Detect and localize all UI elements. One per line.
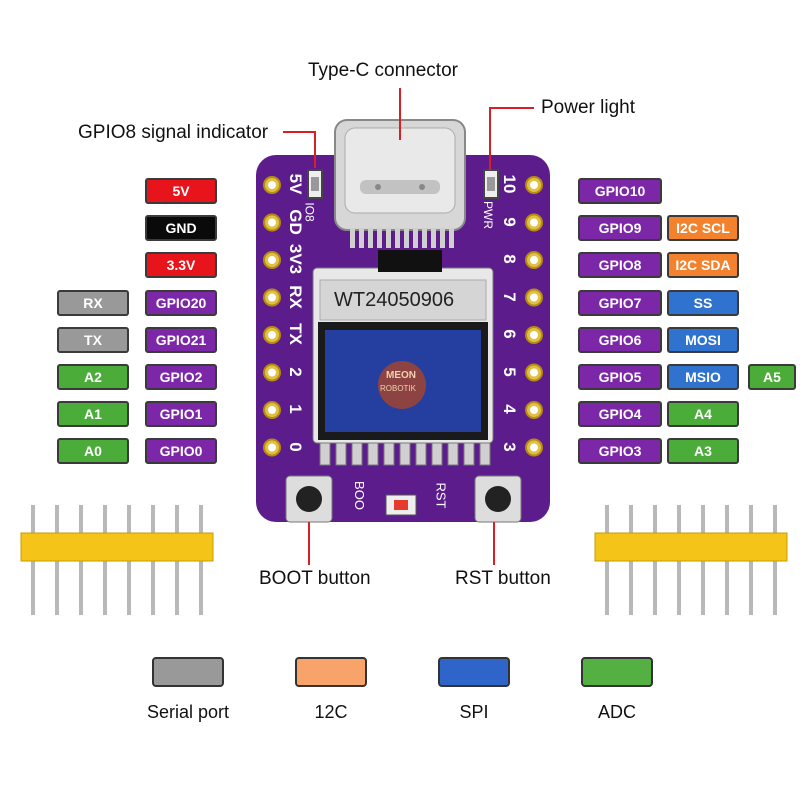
silk-right_silk-1: 9 [500,216,519,227]
silk-right_silk-5: 5 [500,366,519,377]
callout-rst-button: RST button [455,568,551,589]
pin-label-gpio8: GPIO8 [578,252,662,279]
pin-label-tx: TX [57,326,129,353]
pin-label-a1: A1 [57,401,129,428]
silk-left_silk-0: 5V [286,173,305,195]
silk-right_silk-6: 4 [500,404,519,414]
legend-swatch [581,657,653,687]
pin-label-i2c-sda: I2C SDA [667,252,739,279]
silk-left_silk-2: 3V3 [286,243,305,275]
logo-line-2: ROBOTIK [380,384,417,393]
callout-type-c: Type-C connector [308,60,458,81]
pin-label-a4: A4 [667,401,739,428]
pin-label-gpio9: GPIO9 [578,215,662,242]
pin-label-gpio10: GPIO10 [578,178,662,204]
display-serial: WT24050906 [334,289,455,311]
legend-swatch [152,657,224,687]
pin-label-gpio6: GPIO6 [578,326,662,353]
silk-right_silk-7: 3 [500,441,519,452]
legend-swatch [438,657,510,687]
pwr-silk: PWR [481,201,495,229]
rst-silk: RST [433,482,449,509]
pin-label-a2: A2 [57,364,129,390]
pin-label-gpio2: GPIO2 [145,364,217,390]
io8-silk: IO8 [302,202,317,222]
silk-left_silk-6: 1 [286,404,305,414]
silk-right_silk-4: 6 [500,329,519,339]
callout-line [283,131,316,168]
pin-label-ss: SS [667,289,739,316]
pin-label-gpio0: GPIO0 [145,438,217,465]
pin-label-gpio1: GPIO1 [145,401,217,428]
silk-left_silk-7: 0 [286,441,305,452]
pin-label-msio: MSIO [667,364,739,390]
boo-silk: BOO [351,481,367,510]
callout-line [489,107,534,170]
header-plastic [20,532,214,562]
callout-boot-button: BOOT button [259,568,371,589]
logo-line-1: MEON [386,370,416,381]
silk-right_silk-2: 8 [500,254,519,264]
legend-label: ADC [597,702,636,722]
legend-label: SPI [459,702,489,722]
pin-label-gpio20: GPIO20 [145,289,217,316]
legend-label: 12C [314,702,348,722]
pin-label-3-3v: 3.3V [145,252,217,279]
pin-label-rx: RX [57,289,129,316]
pin-label-i2c-scl: I2C SCL [667,215,739,242]
pin-label-gpio7: GPIO7 [578,289,662,316]
silk-left_silk-4: TX [286,323,305,345]
silk-left_silk-3: RX [286,284,305,309]
board [256,119,550,523]
pin-label-gpio3: GPIO3 [578,438,662,465]
header-plastic [594,532,788,562]
pin-label-gpio5: GPIO5 [578,364,662,390]
callout-power-light: Power light [541,97,635,118]
pin-label-a3: A3 [667,438,739,465]
silk-right_silk-3: 7 [500,291,519,302]
callout-gpio8-indicator: GPIO8 signal indicator [78,122,269,143]
pin-label-gpio21: GPIO21 [145,326,217,353]
pin-label-gnd: GND [145,215,217,242]
pin-label-gpio4: GPIO4 [578,401,662,428]
pin-label-a0: A0 [57,438,129,465]
silk-right_silk-0: 10 [500,174,519,194]
pin-label-mosi: MOSI [667,326,739,353]
silk-left_silk-5: 2 [286,366,305,377]
pin-label-5v: 5V [145,178,217,204]
legend-label: Serial port [146,702,230,722]
pin-label-a5: A5 [748,364,796,390]
legend-swatch [295,657,367,687]
